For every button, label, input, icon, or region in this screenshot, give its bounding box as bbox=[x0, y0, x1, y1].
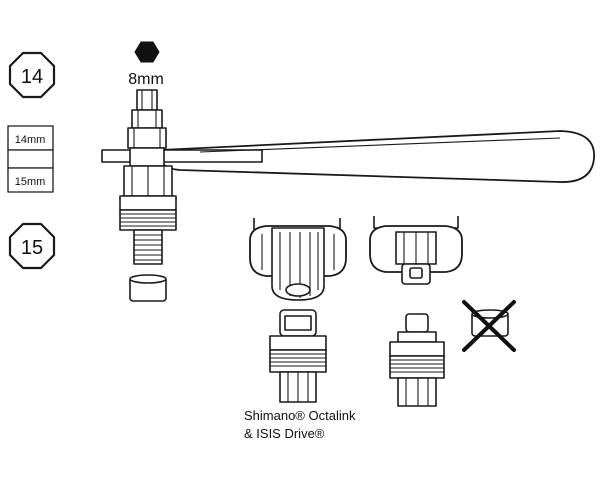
spacer-15mm-label: 15mm bbox=[15, 176, 46, 188]
caption-line-2: & ISIS Drive® bbox=[244, 426, 325, 441]
not-allowed-x-icon bbox=[462, 300, 516, 352]
socket-15-label: 15 bbox=[21, 237, 43, 259]
not-allowed-adapter bbox=[462, 300, 516, 352]
spacer-size-indicator: 14mm 15mm bbox=[7, 125, 54, 193]
octalink-isis-adapter bbox=[269, 309, 327, 403]
hex-8mm-icon bbox=[134, 41, 160, 63]
wrench bbox=[101, 130, 595, 183]
hex-size-label: 8mm bbox=[128, 71, 164, 88]
square-taper-adapter bbox=[389, 313, 445, 407]
socket-14-label: 14 bbox=[21, 66, 43, 88]
socket-15-badge: 15 bbox=[8, 222, 56, 270]
crank-puller-tool bbox=[119, 89, 177, 302]
octagon-15-icon bbox=[8, 222, 56, 270]
square-taper-crank-interface bbox=[369, 216, 463, 285]
octagon-14-icon bbox=[8, 51, 56, 99]
spacer-14mm-label: 14mm bbox=[15, 134, 46, 146]
octalink-isis-crank-interface bbox=[249, 218, 347, 301]
socket-14-badge: 14 bbox=[8, 51, 56, 99]
caption-line-1: Shimano® Octalink bbox=[244, 408, 356, 423]
hex-8mm-indicator: 8mm bbox=[128, 41, 164, 88]
